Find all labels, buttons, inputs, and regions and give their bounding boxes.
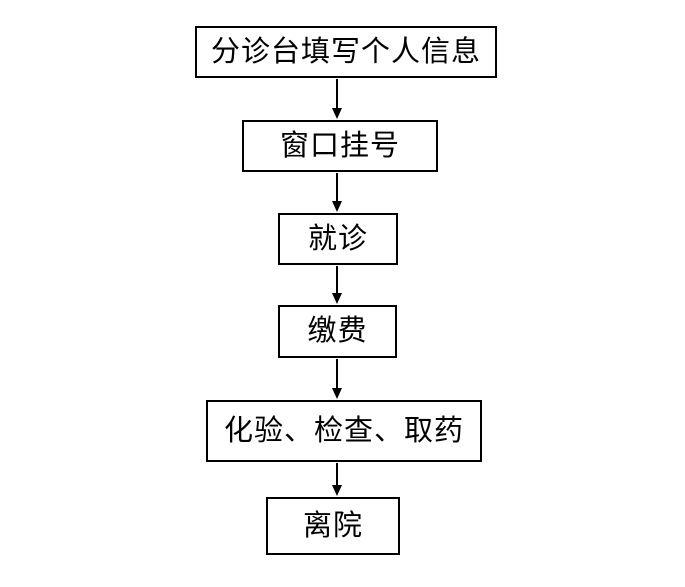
flow-step-payment: 缴费 xyxy=(278,305,397,358)
flow-step-label: 就诊 xyxy=(307,222,368,255)
flow-step-label: 化验、检查、取药 xyxy=(223,414,464,447)
flow-step-label: 缴费 xyxy=(307,315,368,347)
flow-step-consultation: 就诊 xyxy=(278,213,398,265)
down-arrow-icon xyxy=(332,463,342,496)
flow-step-triage: 分诊台填写个人信息 xyxy=(195,26,497,78)
flow-step-discharge: 离院 xyxy=(266,497,400,555)
flow-step-label: 窗口挂号 xyxy=(279,129,400,162)
flow-step-label: 分诊台填写个人信息 xyxy=(210,35,481,68)
down-arrow-icon xyxy=(332,173,342,212)
down-arrow-icon xyxy=(332,79,342,119)
flow-step-label: 离院 xyxy=(302,509,363,542)
flow-step-tests-pickup: 化验、检查、取药 xyxy=(206,400,482,462)
down-arrow-icon xyxy=(332,359,342,399)
flow-step-registration: 窗口挂号 xyxy=(242,120,438,172)
down-arrow-icon xyxy=(332,266,342,304)
